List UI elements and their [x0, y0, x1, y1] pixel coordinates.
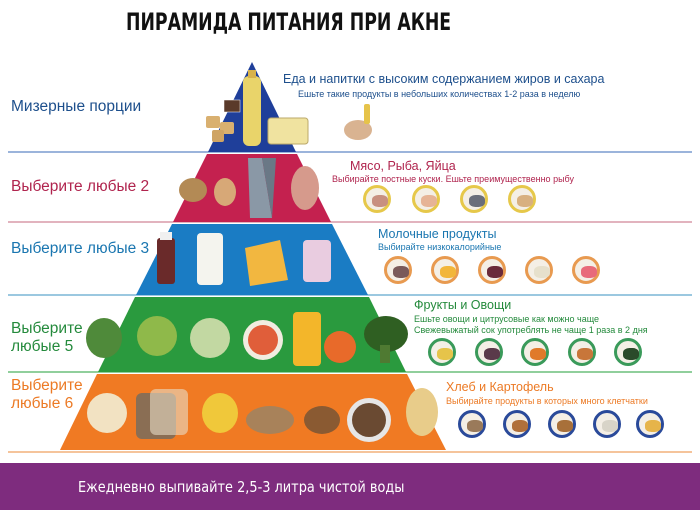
- cheese-slices-plate: [431, 256, 459, 284]
- cereal-plate: [503, 410, 531, 438]
- footer-text: Ежедневно выпивайте 2,5-3 литра чистой в…: [78, 478, 405, 496]
- carrot-plate: [568, 338, 596, 366]
- tier1-label: Мизерные порции: [11, 98, 142, 115]
- tier4-foods: [86, 312, 408, 366]
- milkshake-plate: [384, 256, 412, 284]
- meat-plate: [363, 185, 391, 213]
- page-title: ПИРАМИДА ПИТАНИЯ ПРИ АКНЕ: [126, 8, 452, 36]
- apricot-plate: [521, 338, 549, 366]
- chicken-fillet-plate: [412, 185, 440, 213]
- banana-plate: [428, 338, 456, 366]
- footer-banner: [0, 463, 700, 510]
- tier4-subtext-1: Ешьте овощи и цитрусовые как можно чаще: [414, 314, 600, 324]
- tier2-foods: [179, 158, 319, 218]
- bun-plate: [548, 410, 576, 438]
- spinach-plate: [614, 338, 642, 366]
- tier4-label: Выберите любые 5: [11, 320, 83, 355]
- juice-plate: [475, 338, 503, 366]
- eggs-plate: [508, 185, 536, 213]
- tier5-foods: [87, 388, 438, 442]
- tier2-subtext: Выбирайте постные куски. Ешьте преимущес…: [332, 174, 574, 184]
- tier1-foods: [206, 70, 372, 146]
- rice-plate: [593, 410, 621, 438]
- tier3-label: Выберите любые 3: [11, 240, 150, 257]
- tier4-heading: Фрукты и Овощи: [414, 298, 512, 312]
- tier4-subtext-2: Свежевыжатый сок употреблять не чаще 1 р…: [414, 325, 648, 335]
- fish-plate: [460, 185, 488, 213]
- milk-bottle-plate: [572, 256, 600, 284]
- pasta-plate: [636, 410, 664, 438]
- tier3-heading: Молочные продукты: [378, 227, 497, 241]
- tier3-subtext: Выбирайте низкокалорийные: [378, 242, 502, 252]
- tier5-subtext: Выбирайте продукты в которых много клетч…: [446, 396, 648, 406]
- cottage-cheese-plate: [525, 256, 553, 284]
- yogurt-plate: [478, 256, 506, 284]
- tier2-label: Выберите любые 2: [11, 178, 150, 195]
- toast-plate: [458, 410, 486, 438]
- tier5-label: Выберите любые 6: [11, 377, 83, 412]
- tier3-foods: [157, 232, 331, 286]
- tier1-heading: Еда и напитки с высоким содержанием жиро…: [283, 72, 605, 86]
- tier2-heading: Мясо, Рыба, Яйца: [350, 159, 456, 173]
- tier5-heading: Хлеб и Картофель: [446, 380, 554, 394]
- tier1-subtext: Ешьте такие продукты в небольших количес…: [298, 89, 581, 99]
